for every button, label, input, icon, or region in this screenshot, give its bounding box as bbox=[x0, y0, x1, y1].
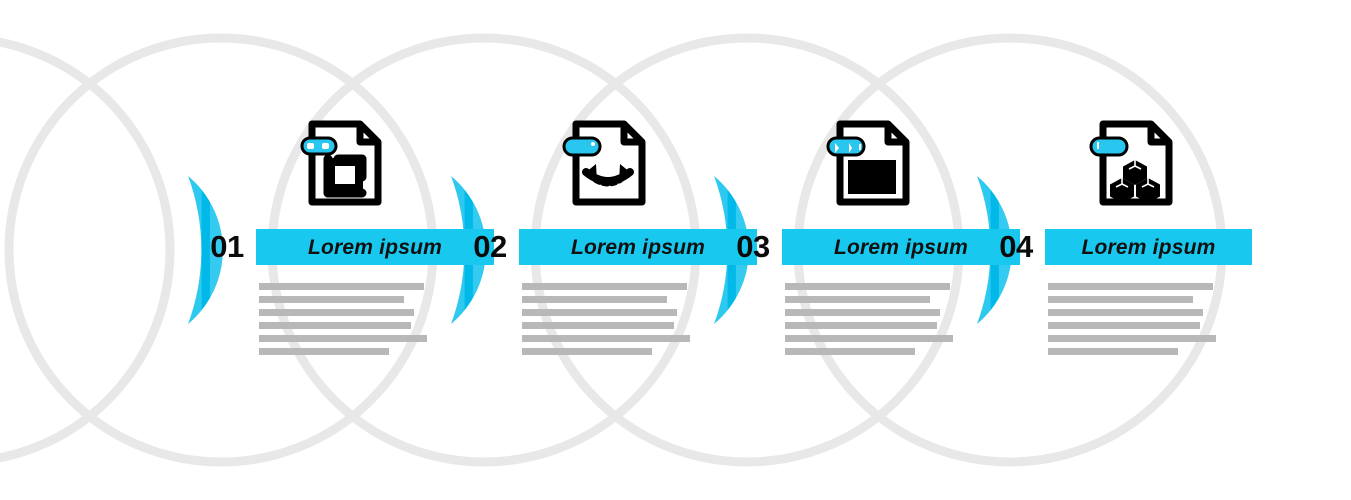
step-01-number: 01 bbox=[210, 229, 244, 264]
background-arc bbox=[0, 37, 175, 463]
document-coffee-machine-icon bbox=[298, 116, 390, 210]
text-line bbox=[522, 283, 687, 290]
step-03-number: 03 bbox=[736, 229, 770, 264]
document-3d-cubes-icon bbox=[1089, 116, 1181, 210]
step-02-label: Lorem ipsum bbox=[570, 235, 706, 259]
step-04-title-bar[interactable]: Lorem ipsum bbox=[1045, 229, 1252, 265]
step-01-title-bar[interactable]: Lorem ipsum bbox=[256, 229, 494, 265]
step-01-text-lines bbox=[259, 283, 427, 361]
step-04-label: Lorem ipsum bbox=[1081, 235, 1216, 259]
text-line bbox=[259, 322, 411, 329]
text-line bbox=[785, 335, 953, 342]
text-line bbox=[259, 309, 414, 316]
text-line bbox=[785, 296, 930, 303]
text-line bbox=[1048, 335, 1216, 342]
text-line bbox=[522, 322, 674, 329]
step-03-label: Lorem ipsum bbox=[833, 235, 969, 259]
step-02-title-bar[interactable]: Lorem ipsum bbox=[519, 229, 757, 265]
text-line bbox=[1048, 296, 1193, 303]
text-line bbox=[1048, 322, 1200, 329]
step-03-text-lines bbox=[785, 283, 953, 361]
step-04-number: 04 bbox=[999, 229, 1033, 264]
text-line bbox=[1048, 348, 1178, 355]
text-line bbox=[785, 348, 915, 355]
text-line bbox=[785, 309, 940, 316]
step-02-number: 02 bbox=[473, 229, 507, 264]
step-marker-lens[interactable] bbox=[188, 176, 223, 324]
text-line bbox=[1048, 309, 1203, 316]
text-line bbox=[1048, 283, 1213, 290]
text-line bbox=[522, 296, 667, 303]
text-line bbox=[259, 283, 424, 290]
text-line bbox=[785, 283, 950, 290]
text-line bbox=[259, 335, 427, 342]
document-filled-block-icon bbox=[826, 116, 918, 210]
text-line bbox=[522, 348, 652, 355]
text-line bbox=[785, 322, 937, 329]
text-line bbox=[259, 296, 404, 303]
step-03-title-bar[interactable]: Lorem ipsum bbox=[782, 229, 1020, 265]
text-line bbox=[522, 335, 690, 342]
document-exchange-arrow-icon bbox=[562, 116, 654, 210]
text-line bbox=[259, 348, 389, 355]
step-04-text-lines bbox=[1048, 283, 1216, 361]
text-line bbox=[522, 309, 677, 316]
step-01-label: Lorem ipsum bbox=[307, 235, 443, 259]
step-02-text-lines bbox=[522, 283, 690, 361]
